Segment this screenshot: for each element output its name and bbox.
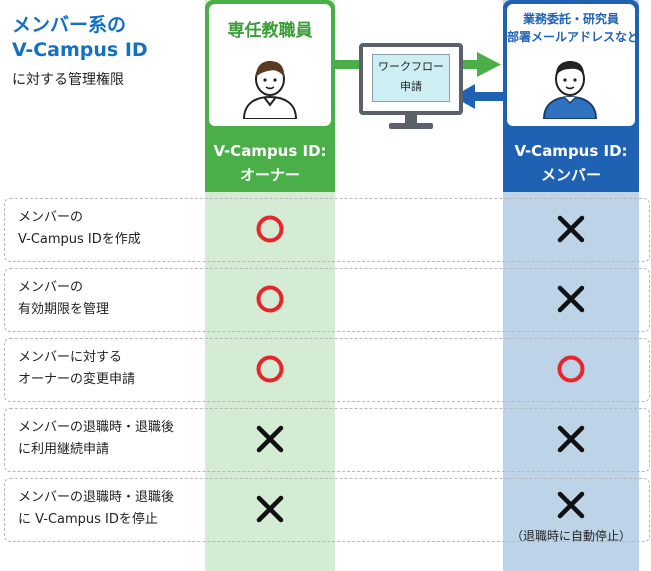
member-cross-icon — [557, 285, 585, 313]
row-label-line2: オーナーの変更申請 — [18, 372, 136, 387]
monitor-display — [372, 54, 450, 102]
member-person-icon — [542, 61, 598, 119]
auto-stop-note: （退職時に自動停止） — [510, 529, 631, 543]
member-circle-icon — [557, 355, 585, 383]
row-label-line2: 有効期限を管理 — [18, 302, 110, 317]
table-row — [4, 338, 650, 402]
member-column-label-line1: V-Campus ID: — [514, 142, 628, 160]
row-label-line2: V-Campus IDを作成 — [18, 232, 141, 247]
row-label-line1: メンバーの — [18, 280, 84, 295]
table-row — [4, 408, 650, 472]
member-cross-icon — [557, 215, 585, 243]
row-label-line2: に利用継続申請 — [18, 442, 110, 457]
owner-circle-icon — [256, 355, 284, 383]
arrow-left-icon — [453, 84, 503, 109]
row-label-line1: メンバーの退職時・退職後 — [18, 420, 175, 435]
table-row — [4, 268, 650, 332]
member-role-title-line2: 部署メールアドレスなど — [507, 30, 640, 44]
table-row — [4, 478, 650, 542]
workflow-label-line2: 申請 — [400, 80, 422, 93]
workflow-arrows — [335, 52, 503, 109]
member-cross-icon — [557, 425, 585, 453]
row-label-line1: メンバーに対する — [18, 350, 123, 365]
member-cross-icon — [557, 491, 585, 519]
owner-role-title: 専任教職員 — [227, 21, 313, 41]
heading-line1: メンバー系の — [12, 14, 127, 36]
owner-circle-icon — [256, 215, 284, 243]
owner-cross-icon — [256, 425, 284, 453]
owner-column-label-line1: V-Campus ID: — [213, 142, 327, 160]
table-row — [4, 198, 650, 262]
owner-cross-icon — [256, 495, 284, 523]
member-column-label-line2: メンバー — [540, 166, 601, 184]
row-label-line2: に V-Campus IDを停止 — [18, 512, 158, 527]
owner-person-icon — [242, 61, 298, 119]
row-label-line1: メンバーの — [18, 210, 84, 225]
workflow-label-line1: ワークフロー — [378, 60, 444, 73]
member-role-title-line1: 業務委託・研究員 — [522, 12, 619, 26]
owner-column-label-line2: オーナー — [239, 166, 300, 184]
arrow-right-icon — [335, 52, 501, 77]
heading-line3: に対する管理権限 — [12, 72, 124, 88]
owner-circle-icon — [256, 285, 284, 313]
monitor-stand-icon — [389, 111, 433, 129]
heading-line2: V-Campus ID — [12, 39, 148, 61]
row-label-line1: メンバーの退職時・退職後 — [18, 490, 175, 505]
